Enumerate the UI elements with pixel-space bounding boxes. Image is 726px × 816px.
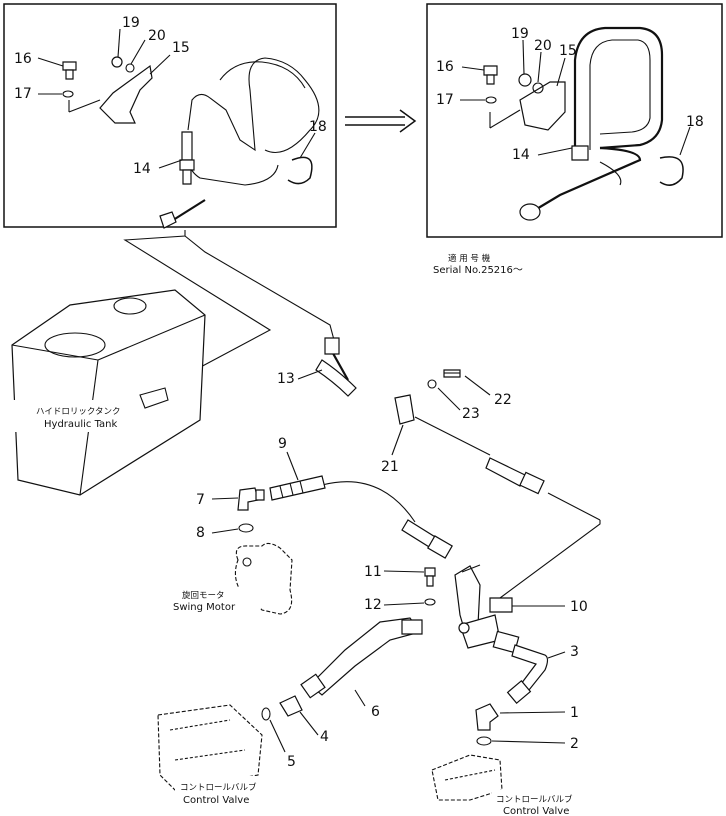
- block-10: [490, 598, 512, 612]
- callout-22: 22: [494, 392, 512, 408]
- callout-14-right: 14: [512, 147, 530, 163]
- callout-16-right: 16: [436, 59, 454, 75]
- inset-right-frame: [427, 4, 722, 237]
- o-ring-8: [239, 524, 253, 532]
- washer-23: [428, 380, 436, 388]
- hydraulic-tank-label-jp: ハイドロリックタンク: [36, 407, 121, 417]
- connection-lines: [125, 230, 600, 598]
- callout-17-right: 17: [436, 92, 454, 108]
- callout-11: 11: [364, 564, 382, 580]
- fitting-14-right: [572, 146, 588, 160]
- callout-21: 21: [381, 459, 399, 475]
- bolt-16-right: [484, 66, 497, 75]
- callout-15-right: 15: [559, 43, 577, 59]
- nut-19: [112, 57, 122, 67]
- swing-motor-label-jp: 旋回モータ: [182, 590, 225, 601]
- callout-4: 4: [320, 729, 329, 745]
- inset-panel-left: 16 17 19 20 15 14 18: [4, 4, 336, 229]
- tube-loop: [188, 58, 319, 153]
- callout-1: 1: [570, 705, 579, 721]
- washer-17: [63, 91, 73, 97]
- elbow-1-group: 1 2: [476, 704, 579, 752]
- callout-10: 10: [570, 599, 588, 615]
- hose-3: 3: [493, 631, 579, 703]
- callout-18: 18: [309, 119, 327, 135]
- callout-19-right: 19: [511, 26, 529, 42]
- callout-6: 6: [371, 704, 380, 720]
- inset-left-frame: [4, 4, 336, 227]
- block-group: 11 12 10: [364, 564, 588, 648]
- callout-15: 15: [172, 40, 190, 56]
- elbow-7: [238, 488, 258, 510]
- swing-motor-group: 7 8 旋回モータ Swing Motor: [170, 488, 292, 614]
- callout-16: 16: [14, 51, 32, 67]
- washer-12: [425, 599, 435, 605]
- callout-23: 23: [462, 406, 480, 422]
- control-valve-left-label-en: Control Valve: [183, 795, 249, 806]
- bracket-15-right: [520, 82, 565, 130]
- hydraulic-tank-label-en: Hydraulic Tank: [44, 419, 118, 430]
- nut-19-right: [519, 74, 531, 86]
- control-valve-right-label-en: Control Valve: [503, 806, 569, 816]
- arrow-right: [345, 110, 415, 132]
- hose-6-group: 6 4 5: [262, 618, 422, 770]
- hose-13: 13: [277, 338, 356, 396]
- callout-18-right: 18: [686, 114, 704, 130]
- control-valve-right: コントロールバルブ Control Valve: [432, 755, 590, 816]
- bolt-16: [63, 62, 76, 70]
- callout-13: 13: [277, 371, 295, 387]
- u-bolt-18: [288, 157, 312, 183]
- callout-5: 5: [287, 754, 296, 770]
- control-valve-left-label-jp: コントロールバルブ: [180, 782, 257, 793]
- u-bolt-18-right: [660, 157, 683, 185]
- inset-panel-right: 16 17 19 20 15 14 18: [427, 4, 722, 237]
- callout-2: 2: [570, 736, 579, 752]
- serial-label-en: Serial No.25216～: [433, 265, 523, 276]
- callout-20: 20: [148, 28, 166, 44]
- callout-12: 12: [364, 597, 382, 613]
- callout-8: 8: [196, 525, 205, 541]
- o-ring-2: [477, 737, 491, 745]
- hose-9: 9: [270, 436, 452, 558]
- tube-nut-left: [159, 211, 177, 229]
- callout-20-right: 20: [534, 38, 552, 54]
- callout-14: 14: [133, 161, 151, 177]
- control-valve-right-label-jp: コントロールバルブ: [496, 794, 573, 805]
- control-valve-left: コントロールバルブ Control Valve: [158, 705, 265, 806]
- washer-20: [126, 64, 134, 72]
- adapter-4: [280, 696, 302, 716]
- fitting-14: [182, 132, 192, 160]
- callout-17: 17: [14, 86, 32, 102]
- swing-motor-label-en: Swing Motor: [173, 602, 236, 613]
- tube-loop-right: [575, 28, 662, 150]
- callout-3: 3: [570, 644, 579, 660]
- serial-label-jp: 適 用 号 機: [448, 253, 491, 264]
- hose-end-upper-right: [486, 458, 544, 494]
- washer-17-right: [486, 97, 496, 103]
- clamp-21: [395, 395, 414, 424]
- callout-7: 7: [196, 492, 205, 508]
- washer-20-right: [533, 83, 543, 93]
- o-ring-5: [262, 708, 270, 720]
- callout-19: 19: [122, 15, 140, 31]
- elbow-1: [476, 704, 498, 730]
- clamp-group: 22 23 21: [381, 370, 512, 475]
- callout-9: 9: [278, 436, 287, 452]
- tube-nut-right: [520, 204, 540, 220]
- bolt-11: [425, 568, 435, 576]
- hydraulic-tank: ハイドロリックタンク Hydraulic Tank: [5, 290, 205, 495]
- bracket-15: [100, 66, 152, 123]
